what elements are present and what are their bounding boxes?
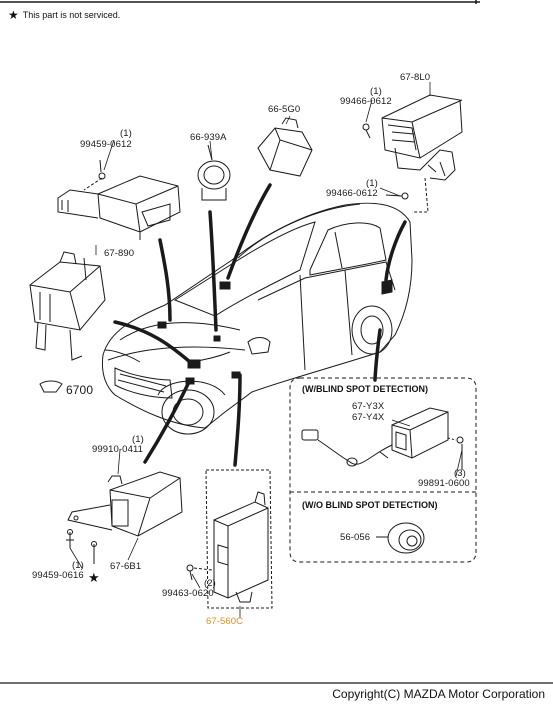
label-6700: 6700 [66,383,94,397]
label-66-5g0: 66-5G0 [268,104,301,115]
label-99891: 99891-0600 [418,478,470,489]
service-note-text: This part is not serviced. [22,10,121,20]
label-99891-qty: (3) [454,468,466,479]
label-67-y3x: 67-Y3X [352,401,385,412]
label-66-939a: 66-939A [190,132,227,143]
box-heading-without-bsd: (W/O BLIND SPOT DETECTION) [302,500,438,510]
part-67-560c [186,469,273,609]
label-99459-0616: 99459-0616 [32,570,84,581]
label-99466-top-qty: (1) [370,86,382,97]
label-99466-mid-qty: (1) [366,178,378,189]
part-66-5g0 [257,117,313,177]
part-66-939a [197,144,231,201]
label-67-890: 67-890 [104,248,135,259]
service-note: ★This part is not serviced. [8,8,120,22]
label-67-560c: 67-560C [206,616,244,627]
label-99466-top: 99466-0612 [340,96,392,107]
label-99910: 99910-0411 [92,444,144,455]
copyright-text: Copyright(C) MAZDA Motor Corporation [332,687,545,701]
label-99459-0616-qty: (1) [72,560,84,571]
box-heading-with-bsd: (W/BLIND SPOT DETECTION) [302,384,428,394]
label-67-y4x: 67-Y4X [352,412,385,423]
vehicle-outline [101,202,413,435]
part-6700 [29,251,106,393]
label-99459-0612-qty: (1) [120,128,132,139]
not-serviced-star: ★ [88,570,100,585]
leader-lines [113,183,407,467]
part-67-6b1 [66,471,183,564]
star-icon: ★ [8,8,19,22]
blind-spot-boxes [289,377,477,563]
label-99910-qty: (1) [132,434,144,445]
label-99463-qty: (2) [204,578,216,589]
part-67-8l0 [362,94,463,213]
label-99463: 99463-0620 [162,588,214,599]
label-56-056: 56-056 [340,532,371,543]
label-67-8l0: 67-8L0 [400,72,431,83]
part-67-890 [57,159,181,240]
label-67-6b1: 67-6B1 [110,561,142,572]
label-99466-mid: 99466-0612 [326,188,378,199]
label-99459-0612: 99459-0612 [80,139,132,150]
